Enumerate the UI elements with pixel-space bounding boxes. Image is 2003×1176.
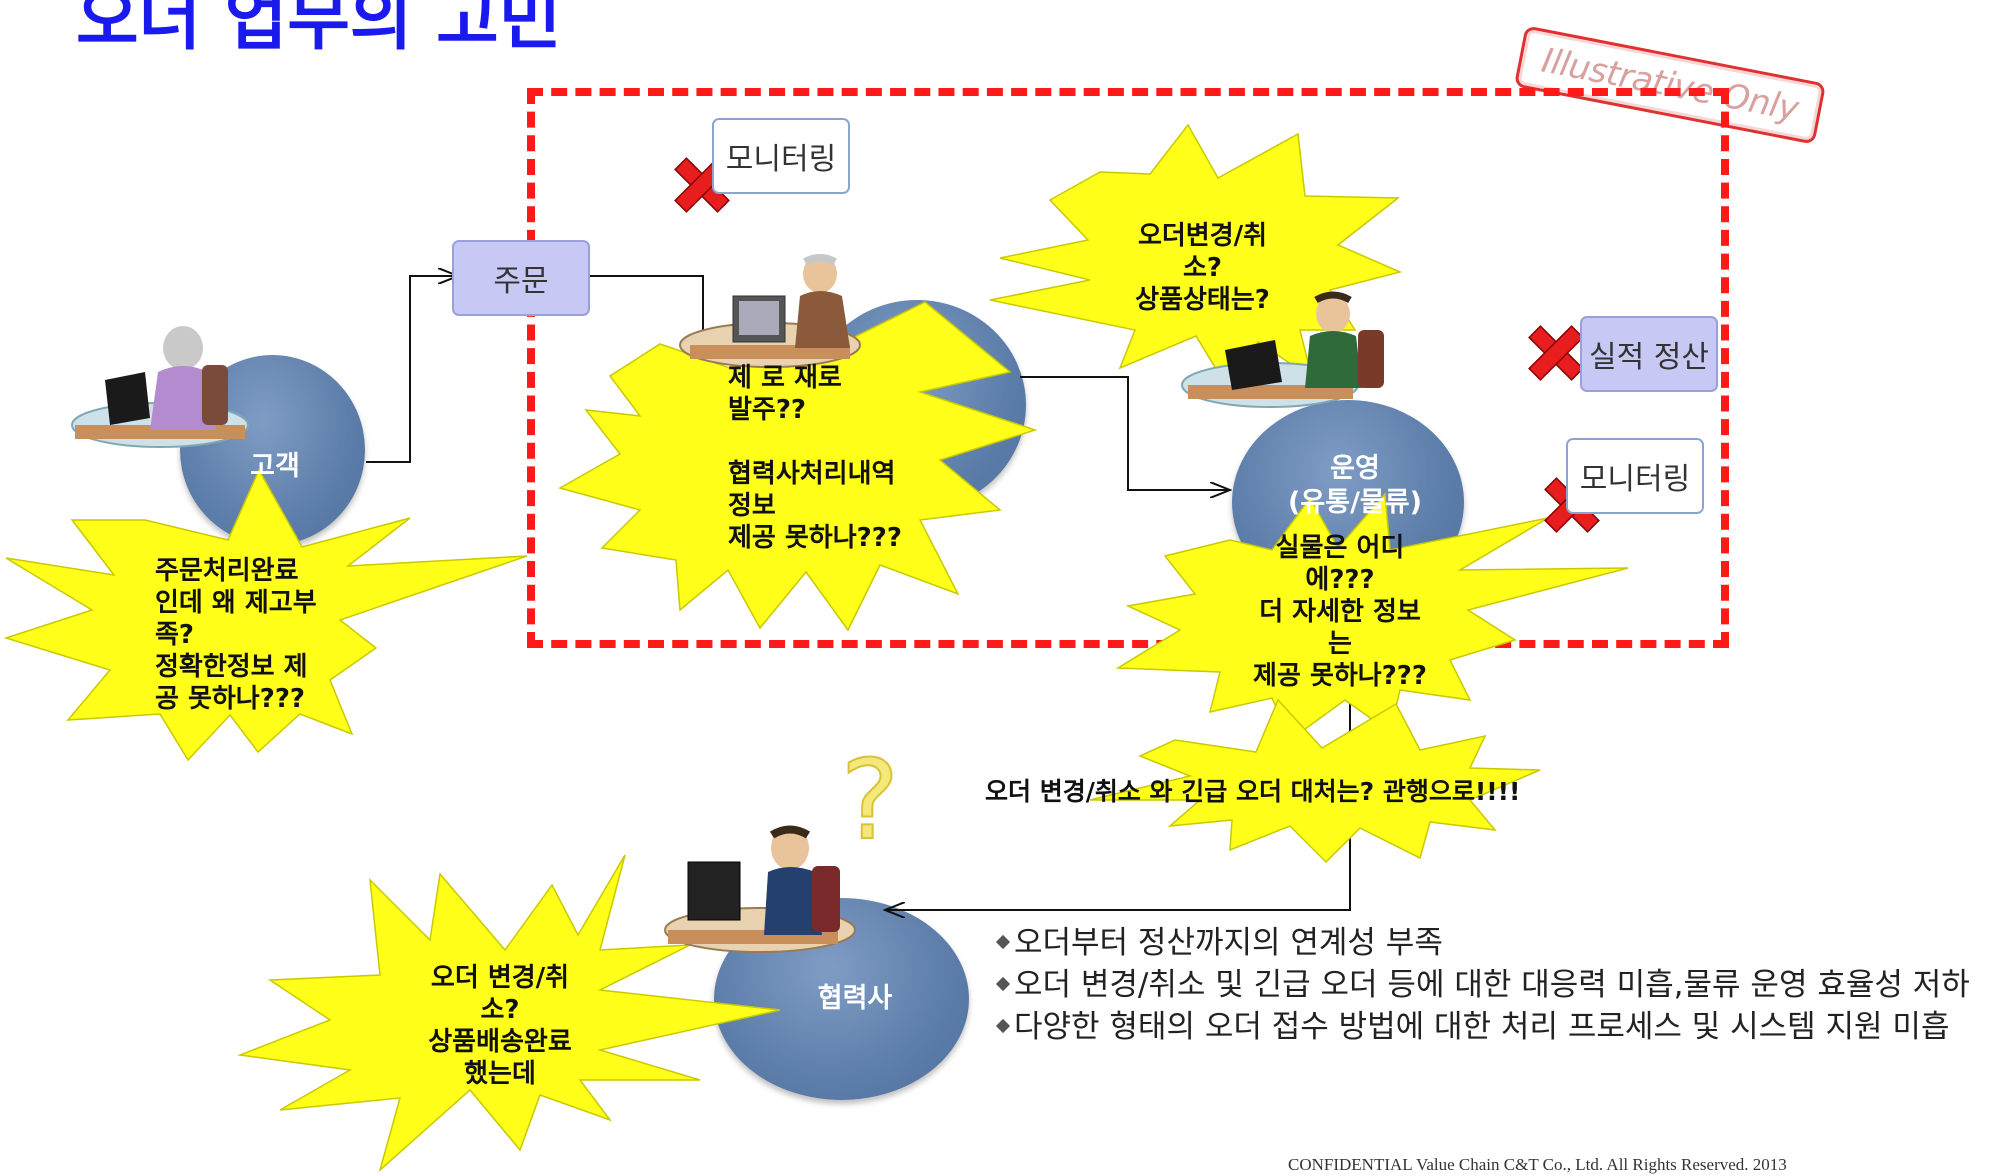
operations-person-illustration <box>1181 291 1384 408</box>
bullet-item: 다양한 형태의 오더 접수 방법에 대한 처리 프로세스 및 시스템 지원 미흡 <box>995 1006 1998 1048</box>
bullet-diamond-icon <box>995 934 1011 949</box>
partner-label: 협력사 <box>817 983 893 1014</box>
scope-dashed-box <box>527 88 1729 648</box>
customer-label: 고객 <box>250 451 300 482</box>
connector-center-operations <box>1020 376 1230 490</box>
operations-burst-text: 실물은 어디 에??? 더 자세한 정보 는 제공 못하나??? <box>1253 533 1427 691</box>
bullet-diamond-icon <box>995 976 1011 991</box>
bullet-diamond-icon <box>995 1018 1011 1033</box>
customer-burst <box>3 468 528 762</box>
connector-customer-order <box>366 276 458 463</box>
confidential-footer: CONFIDENTIAL Value Chain C&T Co., Ltd. A… <box>1288 1155 1787 1174</box>
top-burst <box>989 123 1403 394</box>
partner-burst-text: 오더 변경/취 소? 상품배송완료 했는데 <box>428 963 572 1089</box>
top-burst-text: 오더변경/취 소? 상품상태는? <box>1135 221 1270 315</box>
settlement-box: 실적 정산 <box>1580 316 1718 392</box>
urgent-order-caption: 오더 변경/취소 와 긴급 오더 대처는? 관행으로!!!! <box>985 777 1521 806</box>
operations-burst <box>1115 492 1629 742</box>
connector-operations-partner <box>885 605 1351 910</box>
monitoring-box-top: 모니터링 <box>712 118 850 194</box>
partner-person-illustration <box>664 825 856 953</box>
order-center-burst-text: 제 로 재로 발주?? 협력사처리내역 정보 제공 못하나??? <box>728 363 902 553</box>
customer-burst-text: 주문처리완료 인데 왜 제고부 족? 정확한정보 제 공 못하나??? <box>155 556 317 714</box>
bullet-item: 오더 변경/취소 및 긴급 오더 등에 대한 대응력 미흡,물류 운영 효율성 … <box>995 964 1998 1006</box>
partner-burst <box>237 854 781 1173</box>
order-center-burst <box>558 301 1038 632</box>
operations-label: 운영 (유통/물류) <box>1288 453 1422 518</box>
mid-burst <box>1089 698 1541 864</box>
order-center-person-illustration <box>679 254 861 368</box>
customer-person-illustration <box>71 326 249 448</box>
bullet-item: 오더부터 정산까지의 연계성 부족 <box>995 922 1998 964</box>
page-title: 오더 업무의 고민 <box>76 0 562 60</box>
monitoring-box-right: 모니터링 <box>1566 438 1704 514</box>
x-mark-icon-settlement <box>1528 325 1584 381</box>
order-box: 주문 <box>452 240 590 316</box>
issue-bullet-list: 오더부터 정산까지의 연계성 부족 오더 변경/취소 및 긴급 오더 등에 대한… <box>995 922 1998 1048</box>
question-mark-icon: ? <box>841 736 899 864</box>
